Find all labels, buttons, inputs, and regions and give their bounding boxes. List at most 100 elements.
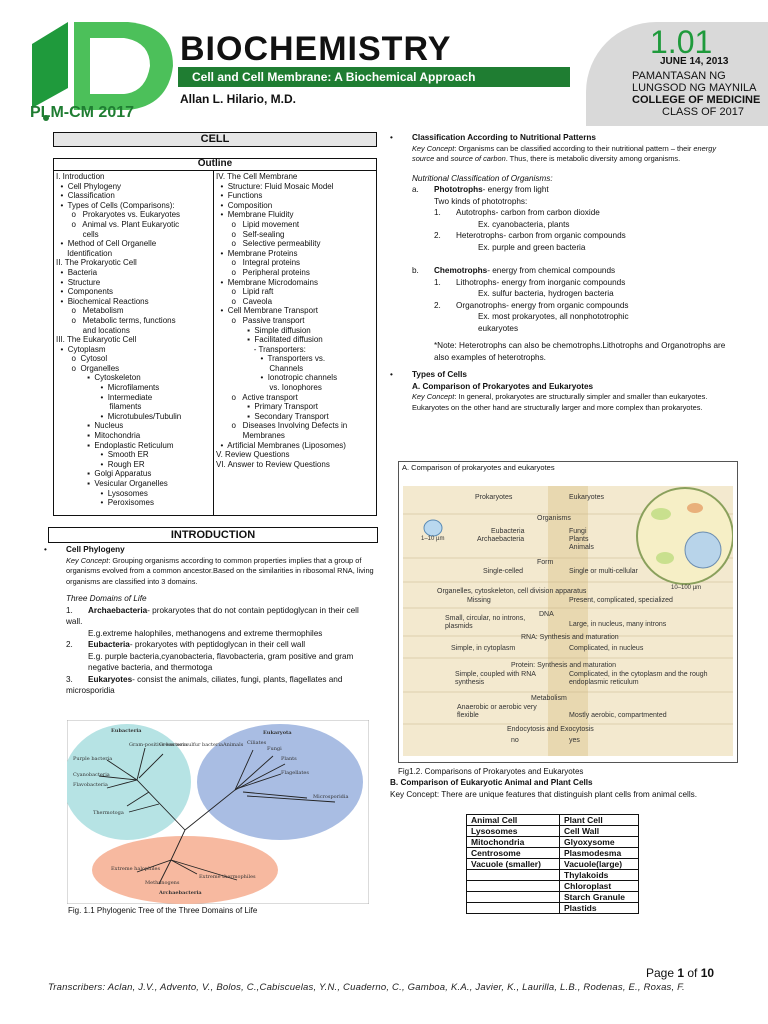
- table-row: Plastids: [466, 902, 639, 914]
- cmp-protein: Protein: Synthesis and maturation: [511, 662, 617, 669]
- tree-label-thermotoga: Thermotoga: [93, 810, 124, 816]
- table-cell-animal: Vacuole (smaller): [466, 858, 560, 870]
- outline-item: • Lysosomes: [56, 488, 148, 498]
- outline-item: o Selective permeability: [216, 239, 321, 249]
- table-cell-animal: [466, 880, 560, 892]
- cmp-org-euk-1: Fungi: [569, 528, 587, 535]
- comparison-b-heading: B. Comparison of Eukaryotic Animal and P…: [390, 778, 593, 787]
- outline-item: II. The Prokaryotic Cell: [56, 258, 137, 268]
- lecture-badge: [586, 22, 768, 126]
- chemotrophs-item: b.Chemotrophs- energy from chemical comp…: [412, 266, 616, 275]
- outline-item: ▪ Simple diffusion: [216, 325, 311, 335]
- outline-item: and locations: [56, 325, 130, 335]
- outline-item: • Composition: [216, 200, 273, 210]
- cell-phylogeny-title: Cell Phylogeny: [66, 545, 125, 554]
- outline-item: ▪ Cytoskeleton: [56, 373, 141, 383]
- types-of-cells-title: Types of Cells: [412, 370, 467, 379]
- outline-item: • Ionotropic channels: [216, 373, 338, 383]
- cmp-rna-euk: Complicated, in nucleus: [569, 645, 644, 652]
- types-key-concept: Key Concept: In general, prokaryotes are…: [412, 392, 708, 412]
- doc-author: Allan L. Hilario, M.D.: [180, 92, 297, 106]
- comparison-figure-graphics: [403, 486, 733, 756]
- cmp-rna-pro: Simple, in cytoplasm: [451, 645, 516, 652]
- outline-item: • Types of Cells (Comparisons):: [56, 200, 175, 210]
- outline-item: cells: [56, 229, 99, 239]
- outline-item: o Active transport: [216, 392, 298, 402]
- cmp-form-pro: Single-celled: [483, 568, 524, 575]
- tree-label-ciliates: Ciliates: [247, 740, 267, 746]
- logo-shape-left: [32, 22, 68, 108]
- outline-item: o Caveola: [216, 296, 273, 306]
- bullet: •: [44, 545, 47, 554]
- outline-item: ▪ Secondary Transport: [216, 411, 329, 421]
- archaebacteria-region: [92, 836, 278, 904]
- plm-cm-logo: [32, 22, 173, 121]
- table-cell-animal: Mitochondria: [466, 836, 560, 848]
- outline-item: vs. Ionophores: [216, 383, 322, 393]
- cmp-endo: Endocytosis and Exocytosis: [507, 726, 594, 733]
- tree-label-animals: Animals: [222, 742, 244, 748]
- outline-item: o Metabolic terms, functions: [56, 315, 176, 325]
- outline-item: o Cytosol: [56, 354, 108, 364]
- outline-item: • Cell Phylogeny: [56, 181, 122, 191]
- outline-item: o Lipid movement: [216, 219, 300, 229]
- outline-item: • Bacteria: [56, 267, 98, 277]
- table-cell-plant: Plasmodesma: [559, 847, 639, 859]
- phototrophs-kinds: Two kinds of phototrophs:: [434, 196, 528, 206]
- table-header-plant: Plant Cell: [559, 814, 639, 826]
- eukaryota-region: [197, 724, 363, 840]
- doc-subtitle: Cell and Cell Membrane: A Biochemical Ap…: [178, 67, 570, 87]
- outline-item: Membranes: [216, 431, 285, 441]
- cmp-dna-euk: Large, in nucleus, many introns: [569, 621, 667, 628]
- tree-label-cyano: Cyanobacteria: [73, 772, 110, 778]
- cmp-endo-pro: no: [511, 737, 519, 744]
- organotrophs-item: 2.Organotrophs- energy from organic comp…: [434, 300, 629, 310]
- lithotrophs-item: 1.Lithotrophs- energy from inorganic com…: [434, 277, 626, 287]
- domain-text: - consist the animals, ciliates, fungi, …: [66, 674, 343, 696]
- tree-label-grampos: Gram-positive bacteria: [129, 742, 187, 748]
- classification-key-concept: Key Concept: Organisms can be classified…: [412, 143, 717, 164]
- autotrophs-example: Ex. cyanobacteria, plants: [478, 219, 570, 229]
- classification-title: Classification According to Nutritional …: [412, 133, 596, 142]
- outline-item: ▪ Mitochondria: [56, 431, 141, 441]
- table-row: Chloroplast: [466, 880, 639, 892]
- heterotrophs-example: Ex. purple and green bacteria: [478, 242, 586, 252]
- cmp-org-euk-3: Animals: [569, 544, 594, 551]
- cmp-met-pro: Anaerobic or aerobic very flexible: [457, 704, 537, 719]
- outline-item: ▪ Facilitated diffusion: [216, 335, 323, 345]
- table-header-row: Animal Cell Plant Cell: [466, 814, 639, 826]
- outline-item: filaments: [56, 402, 142, 412]
- tree-label-archaebacteria: Archaebacteria: [158, 890, 202, 896]
- tree-label-eukaryota: Eukaryota: [263, 730, 292, 736]
- outline-item: o Self-sealing: [216, 229, 285, 239]
- domain-text: - prokaryotes with peptidoglycan in thei…: [129, 640, 306, 649]
- table-cell-plant: Chloroplast: [559, 880, 639, 892]
- table-cell-plant: Plastids: [559, 902, 639, 914]
- types-a-heading: A. Comparison of Prokaryotes and Eukaryo…: [412, 381, 594, 391]
- tree-label-plants: Plants: [281, 756, 297, 762]
- outline-heading: Outline: [53, 158, 377, 171]
- cmp-dna: DNA: [539, 611, 554, 618]
- outline-item: Channels: [216, 363, 304, 373]
- heterotrophs-item: 2.Heterotrophs- carbon from organic comp…: [434, 231, 626, 240]
- outline-item: I. Introduction: [56, 172, 105, 181]
- outline-item: • Transporters vs.: [216, 354, 326, 364]
- domain-name: Eubacteria: [88, 640, 130, 649]
- table-cell-animal: [466, 891, 560, 903]
- domain-item: 2.Eubacteria- prokaryotes with peptidogl…: [66, 639, 374, 674]
- tree-label-halophiles: Extreme halophiles: [111, 866, 161, 872]
- cmp-protein-euk: Complicated, in the cytoplasm and the ro…: [569, 671, 708, 686]
- autotrophs-item: 1.Autotrophs- carbon from carbon dioxide: [434, 208, 600, 217]
- outline-item: o Organelles: [56, 363, 120, 373]
- cmp-org-pro-1: Eubacteria: [491, 528, 525, 535]
- outline-item: o Prokaryotes vs. Eukaryotes: [56, 210, 181, 220]
- outline-item: • Smooth ER: [56, 450, 149, 460]
- outline-left-column: I. Introduction • Cell Phylogeny • Class…: [56, 172, 212, 508]
- outline-item: • Cell Membrane Transport: [216, 306, 318, 316]
- outline-item: o Animal vs. Plant Eukaryotic: [56, 219, 180, 229]
- cmp-org-euk: Present, complicated, specialized: [569, 597, 673, 604]
- table-header-animal: Animal Cell: [466, 814, 560, 826]
- outline-item: • Microtubules/Tubulin: [56, 411, 182, 421]
- tree-label-purple: Purple bacteria: [73, 756, 112, 762]
